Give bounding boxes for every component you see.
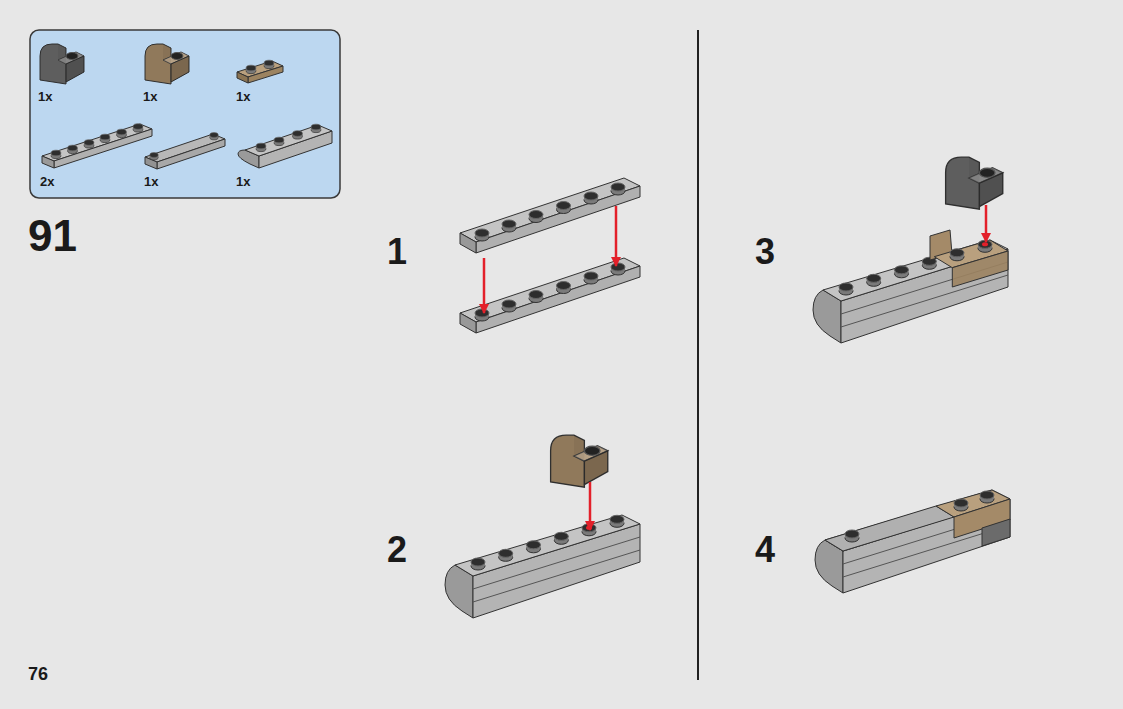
quantity-label: 1x: [236, 175, 250, 188]
quantity-label: 1x: [236, 90, 250, 103]
substep-number: 4: [755, 532, 775, 568]
substep-number: 3: [755, 234, 775, 270]
quantity-label: 1x: [38, 90, 52, 103]
quantity-label: 1x: [144, 175, 158, 188]
substep-number: 1: [387, 234, 407, 270]
quantity-label: 2x: [40, 175, 54, 188]
quantity-label: 1x: [143, 90, 157, 103]
page-number: 76: [28, 665, 48, 683]
substep-number: 2: [387, 532, 407, 568]
build-step-number: 91: [28, 214, 77, 258]
